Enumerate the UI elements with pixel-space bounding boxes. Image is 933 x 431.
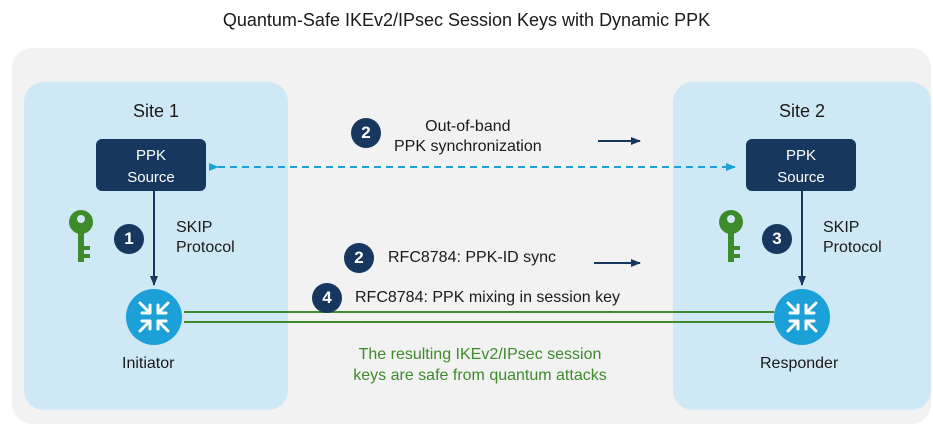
responder-router-icon (774, 289, 830, 345)
initiator-label: Initiator (122, 355, 175, 372)
site-1-skip-label: SKIP Protocol (176, 218, 235, 258)
result-line1: The resulting IKEv2/IPsec session (358, 346, 602, 363)
site-1-label: Site 1 (132, 101, 180, 121)
step-3-badge: 3 (762, 224, 792, 254)
result-note: The resulting IKEv2/IPsec session keys a… (300, 344, 660, 386)
site-2-skip-line1: SKIP (823, 219, 860, 236)
step-1-badge: 1 (114, 224, 144, 254)
site-2-ppk-line2: Source (777, 169, 825, 186)
oob-line2: PPK synchronization (394, 138, 542, 155)
step-2-ppkid-badge: 2 (344, 243, 374, 273)
site-1-ppk-line1: PPK (135, 147, 166, 164)
result-line2: keys are safe from quantum attacks (353, 367, 607, 384)
step-4-badge: 4 (312, 283, 342, 313)
ppk-mixing-label: RFC8784: PPK mixing in session key (355, 289, 620, 306)
router-arrows-icon (138, 301, 170, 333)
oob-line1: Out-of-band (425, 118, 511, 135)
responder-label: Responder (760, 355, 839, 372)
site-2-ppk-source: PPK Source (746, 139, 856, 191)
oob-sync-label: Out-of-band PPK synchronization (394, 117, 542, 157)
site-2-ppk-line1: PPK (785, 147, 816, 164)
site-2-label: Site 2 (778, 101, 826, 121)
step-2-oob-badge: 2 (351, 118, 381, 148)
site-1-key-icon (69, 210, 93, 262)
diagram-title: Quantum-Safe IKEv2/IPsec Session Keys wi… (222, 10, 711, 30)
site-2-key-icon (719, 210, 743, 262)
site-1-region (24, 82, 288, 410)
initiator-router-icon (126, 289, 182, 345)
site-1-ppk-line2: Source (127, 169, 175, 186)
ppkid-sync-label: RFC8784: PPK-ID sync (388, 249, 557, 266)
router-arrows-icon (786, 301, 818, 333)
site-1-skip-line2: Protocol (176, 239, 235, 256)
site-2-skip-line2: Protocol (823, 239, 882, 256)
site-1-skip-line1: SKIP (176, 219, 213, 236)
site-1-ppk-source: PPK Source (96, 139, 206, 191)
site-2-skip-label: SKIP Protocol (823, 218, 882, 258)
